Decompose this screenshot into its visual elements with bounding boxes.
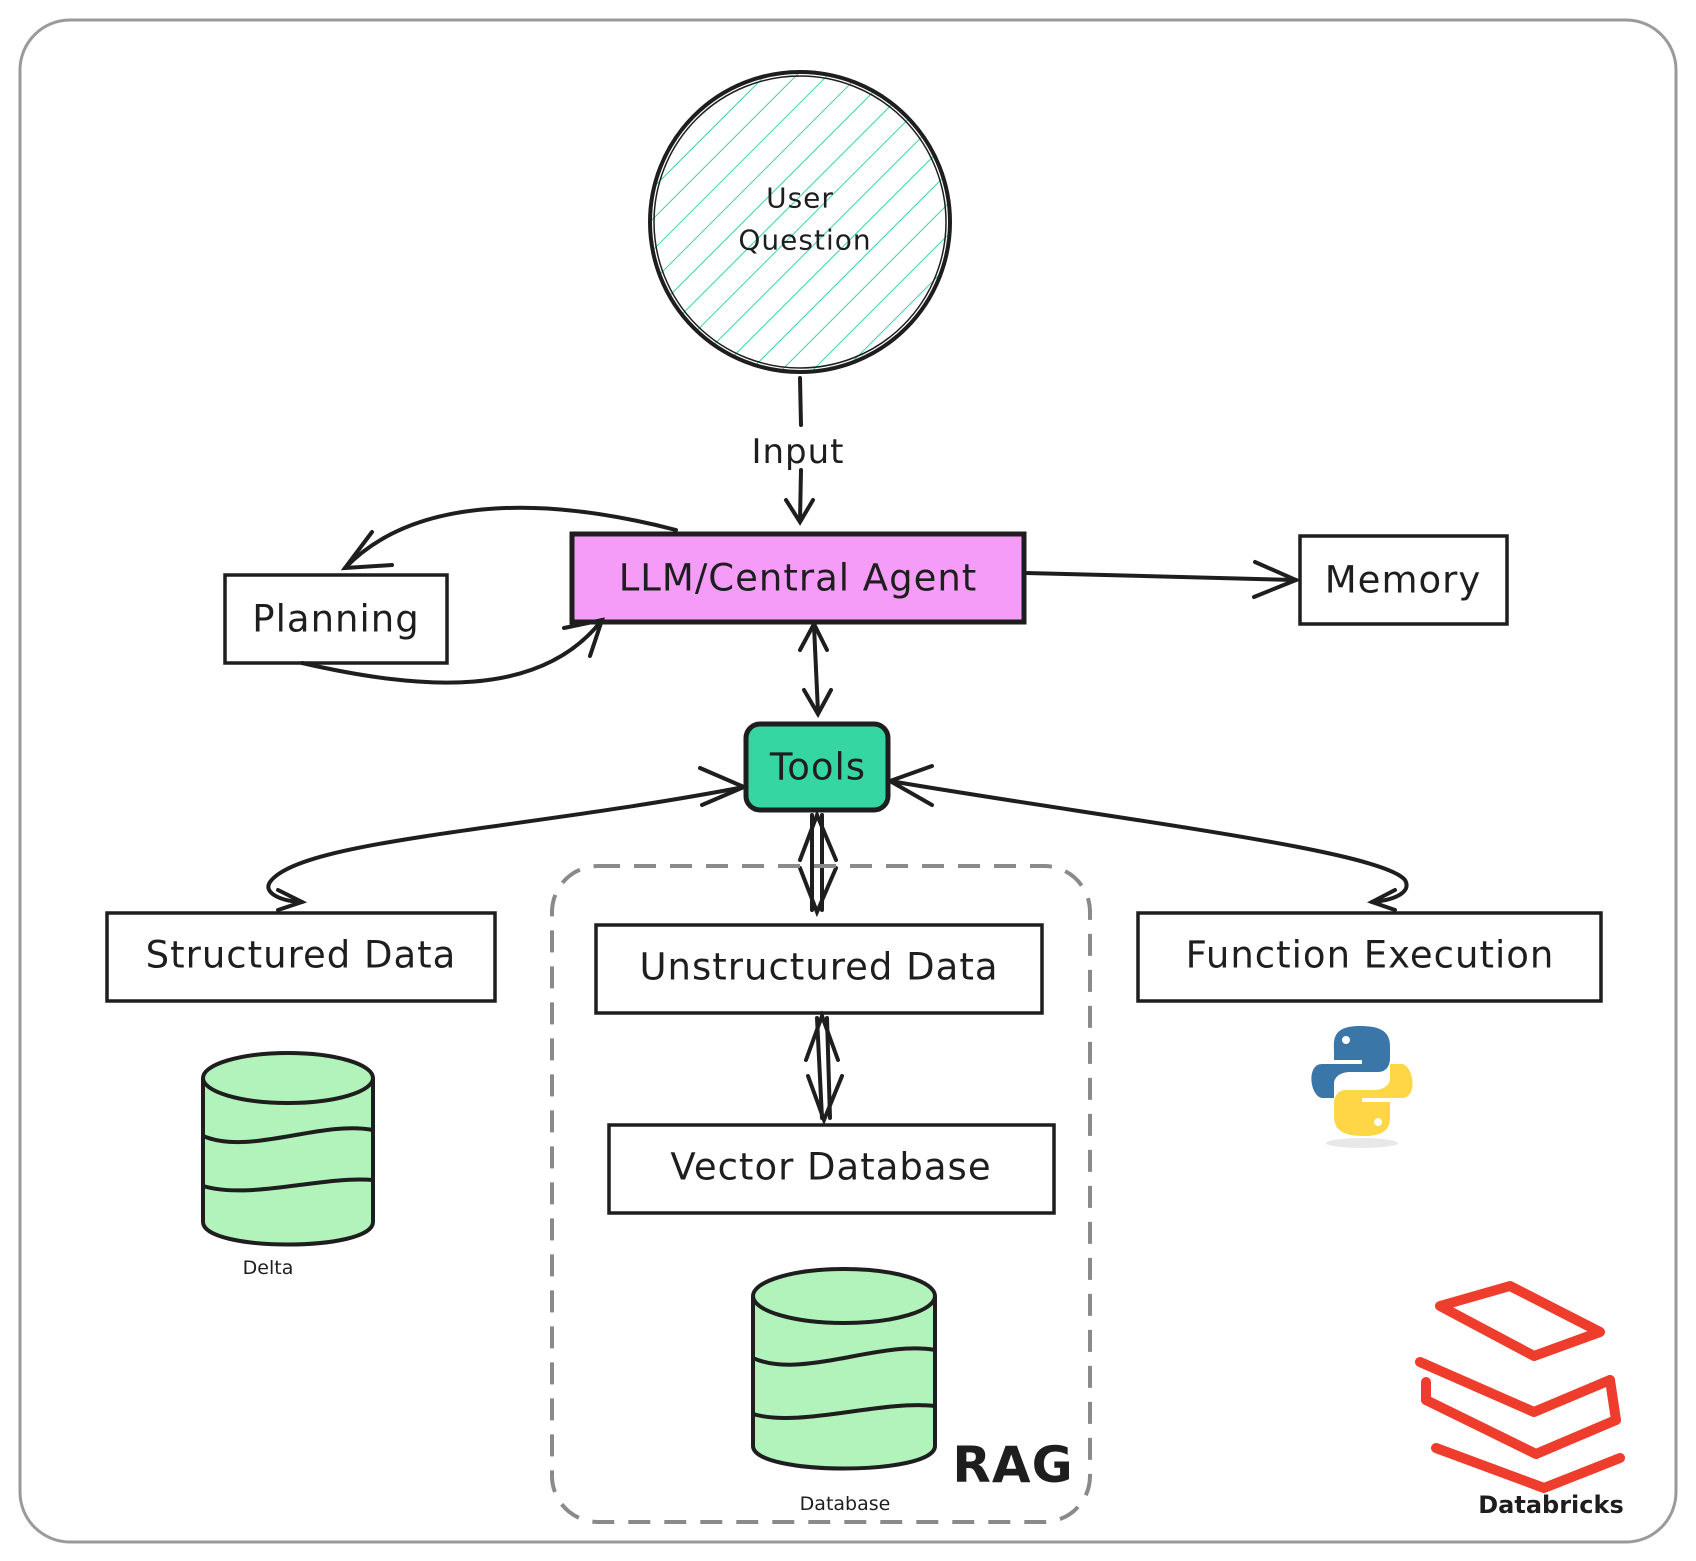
tools-structured-arrow (266, 766, 750, 912)
llm-agent-label: LLM/Central Agent (618, 556, 978, 600)
rag-group (550, 864, 1092, 1524)
user-question-node[interactable] (648, 70, 952, 374)
function-execution-node[interactable] (1136, 911, 1603, 1003)
databricks-caption: Databricks (1478, 1491, 1624, 1519)
tools-function-arrow (885, 764, 1409, 912)
planning-label: Planning (252, 597, 420, 641)
vector-database-node[interactable] (607, 1123, 1056, 1215)
user-question-line2: Question (738, 223, 872, 257)
agent-to-memory-arrow (1024, 560, 1302, 599)
unstructured-vector-arrow (804, 1010, 844, 1126)
planning-to-agent-arrow (300, 617, 605, 685)
database-caption: Database (799, 1493, 891, 1515)
python-logo-icon (1311, 1026, 1413, 1148)
delta-caption: Delta (242, 1257, 294, 1279)
memory-label: Memory (1324, 558, 1482, 602)
tools-label: Tools (769, 745, 867, 789)
planning-node[interactable] (223, 573, 449, 665)
llm-agent-node[interactable] (569, 531, 1027, 625)
tools-unstructured-arrow (798, 809, 838, 918)
input-label: Input (751, 432, 845, 472)
delta-database-icon (201, 1051, 375, 1247)
memory-node[interactable] (1298, 534, 1509, 626)
databricks-logo-icon (1415, 1281, 1625, 1493)
agent-to-planning-arrow (340, 505, 678, 571)
unstructured-data-node[interactable] (594, 923, 1044, 1015)
user-question-line1: User (766, 181, 834, 215)
agent-tools-arrow (798, 619, 833, 719)
structured-data-node[interactable] (105, 911, 497, 1003)
rag-database-icon (751, 1267, 937, 1471)
unstructured-data-label: Unstructured Data (639, 945, 999, 989)
structured-data-label: Structured Data (145, 933, 457, 977)
vector-database-label: Vector Database (670, 1145, 992, 1189)
rag-caption: RAG (952, 1436, 1074, 1494)
function-execution-label: Function Execution (1185, 933, 1555, 977)
input-arrow (784, 376, 815, 526)
